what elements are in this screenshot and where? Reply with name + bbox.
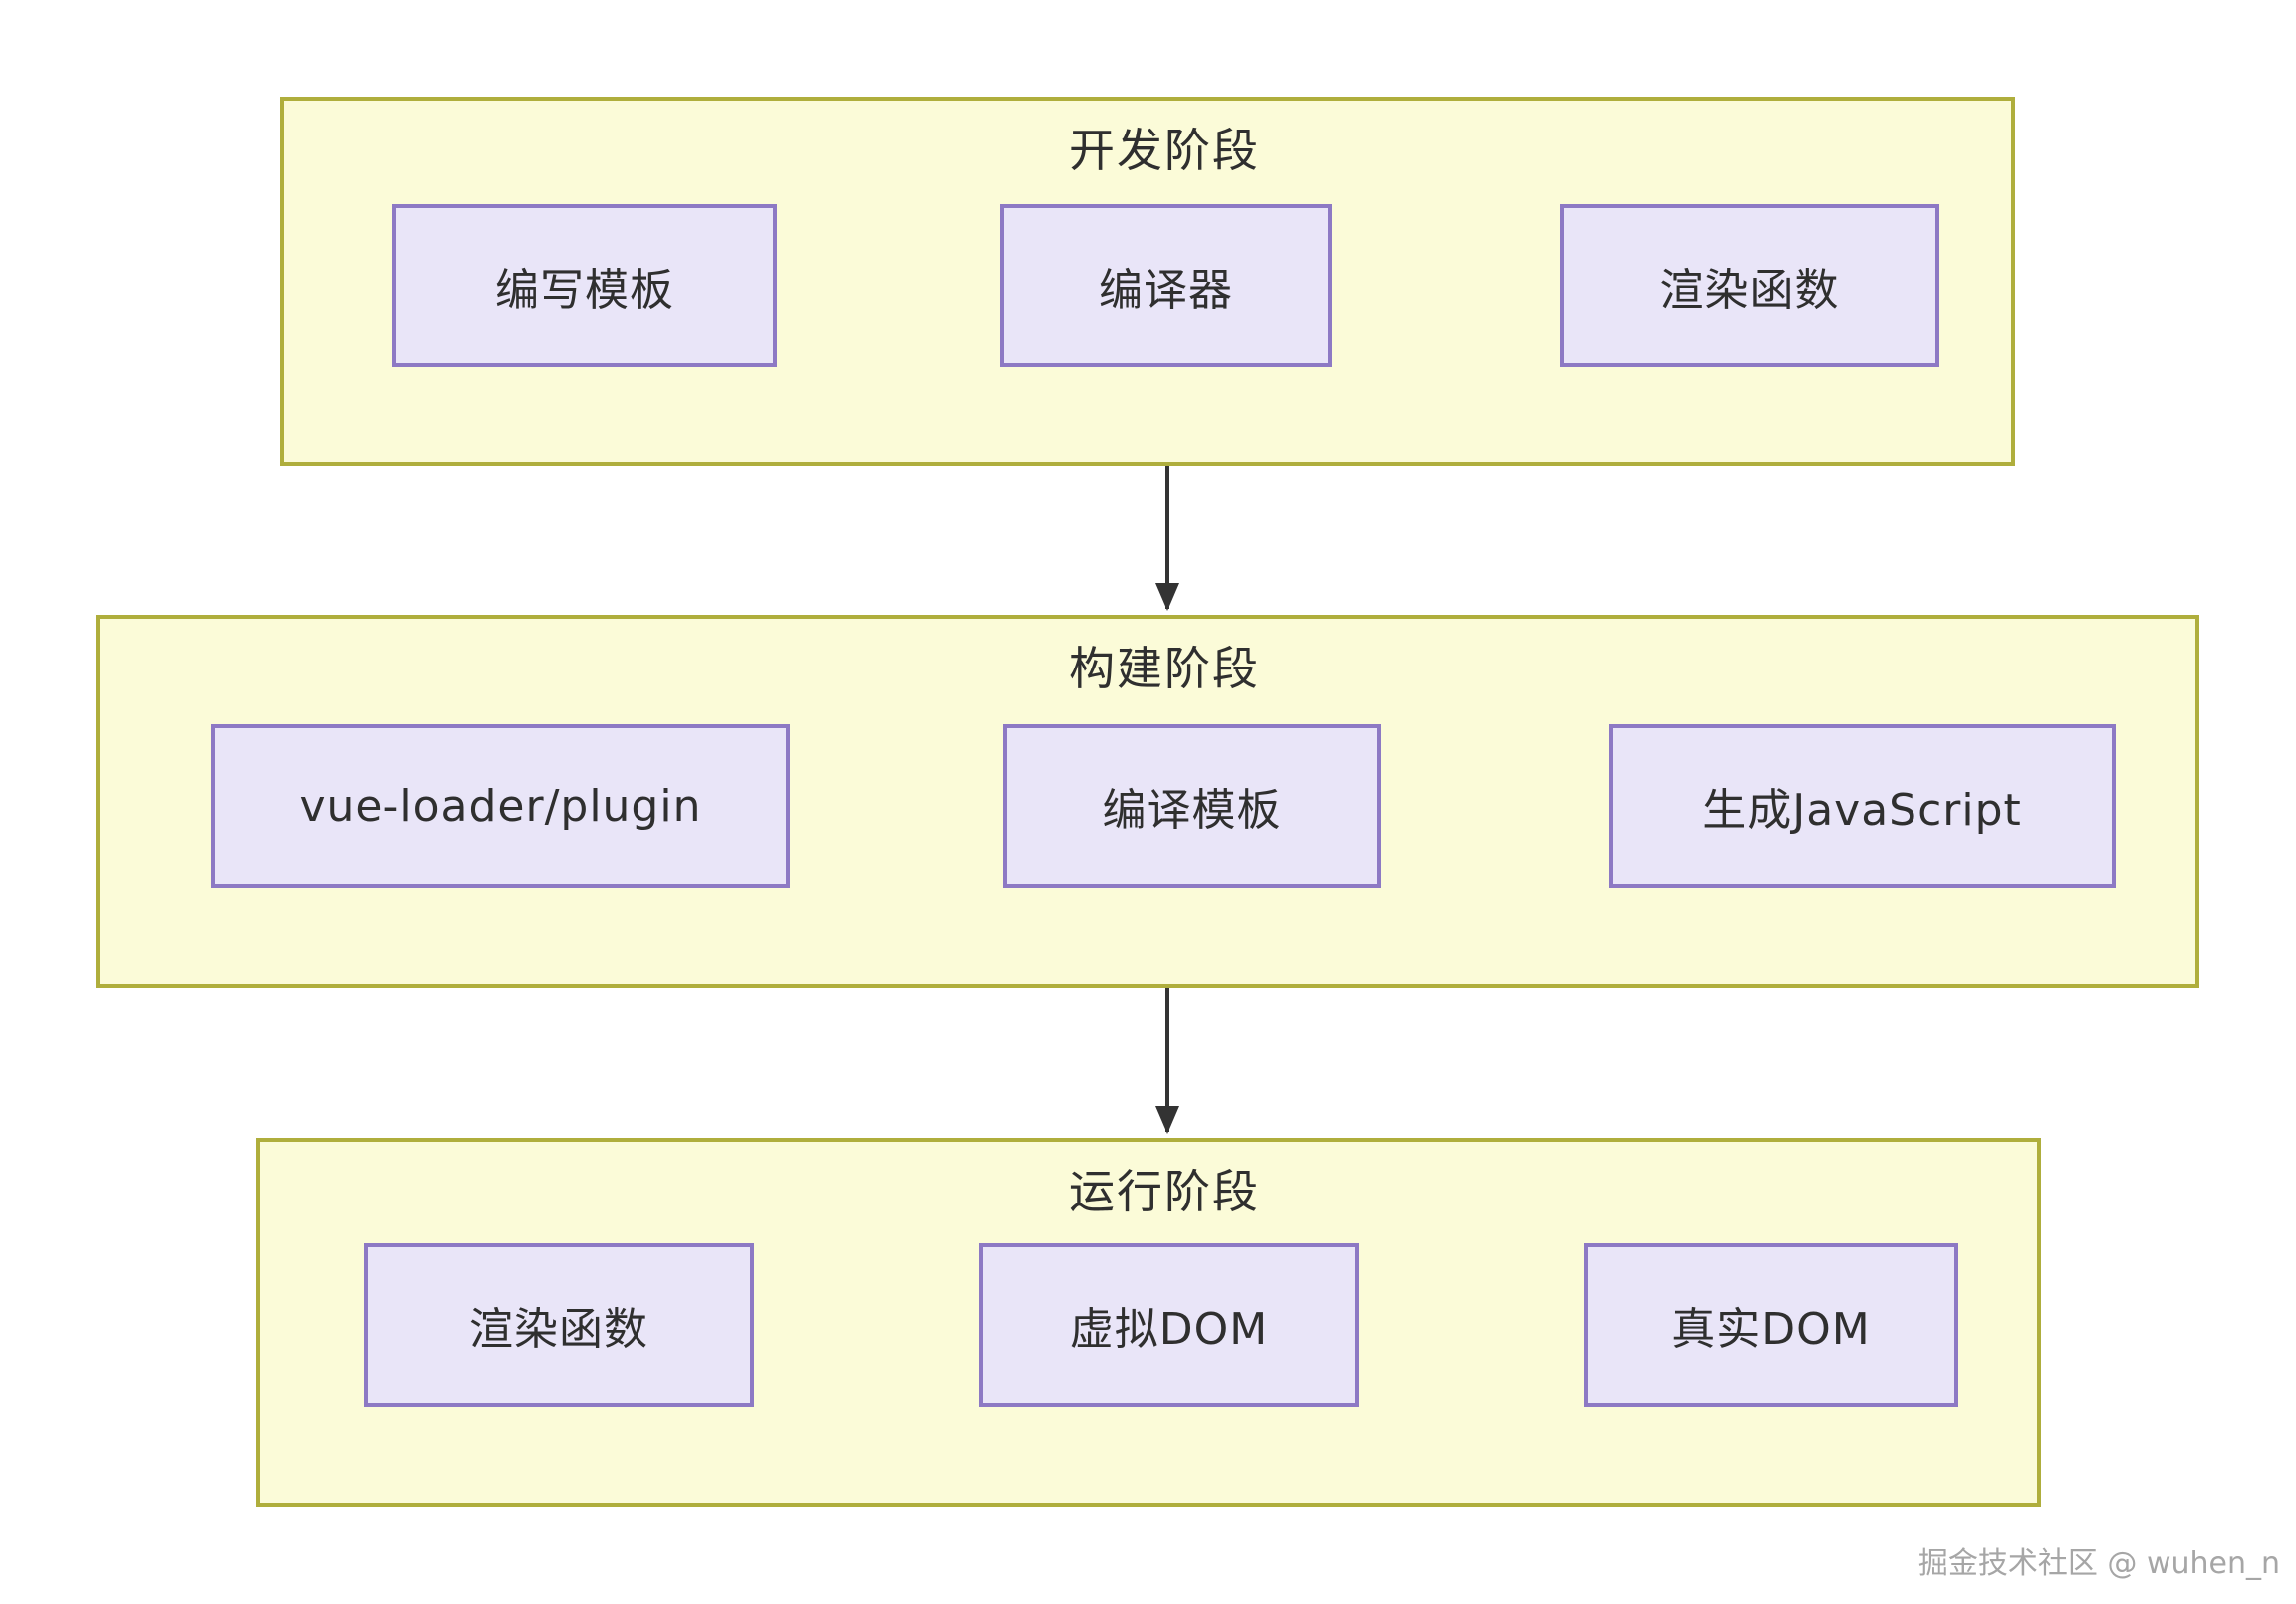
node-compiler-label: 编译器	[1099, 264, 1233, 316]
node-vue-loader-plugin: vue-loader/plugin	[211, 724, 790, 888]
node-render-function: 渲染函数	[1560, 204, 1939, 367]
node-compile-template-label: 编译模板	[1102, 785, 1282, 836]
node-render-function-label: 渲染函数	[1659, 264, 1840, 316]
node-write-template-label: 编写模板	[495, 264, 674, 316]
stage-build: 构建阶段 vue-loader/plugin 编译模板 生成JavaScript	[96, 615, 2199, 988]
stage-development: 开发阶段 编写模板 编译器 渲染函数	[280, 97, 2015, 466]
stage-runtime-title: 运行阶段	[1069, 1165, 1260, 1218]
node-write-template: 编写模板	[392, 204, 777, 367]
watermark: 掘金技术社区 @ wuhen_n	[1917, 1546, 2280, 1581]
node-render-function-runtime: 渲染函数	[364, 1243, 754, 1407]
node-vue-loader-plugin-label: vue-loader/plugin	[299, 780, 702, 832]
node-virtual-dom: 虚拟DOM	[979, 1243, 1359, 1407]
node-generate-javascript-label: 生成JavaScript	[1702, 785, 2022, 836]
stage-runtime: 运行阶段 渲染函数 虚拟DOM 真实DOM	[256, 1138, 2041, 1507]
stage-build-title: 构建阶段	[1069, 642, 1260, 695]
node-real-dom-label: 真实DOM	[1671, 1304, 1871, 1355]
node-real-dom: 真实DOM	[1584, 1243, 1958, 1407]
node-virtual-dom-label: 虚拟DOM	[1069, 1304, 1269, 1355]
node-generate-javascript: 生成JavaScript	[1609, 724, 2116, 888]
node-render-function-runtime-label: 渲染函数	[469, 1304, 648, 1355]
stage-development-title: 开发阶段	[1069, 124, 1260, 177]
node-compile-template: 编译模板	[1003, 724, 1381, 888]
node-compiler: 编译器	[1000, 204, 1332, 367]
